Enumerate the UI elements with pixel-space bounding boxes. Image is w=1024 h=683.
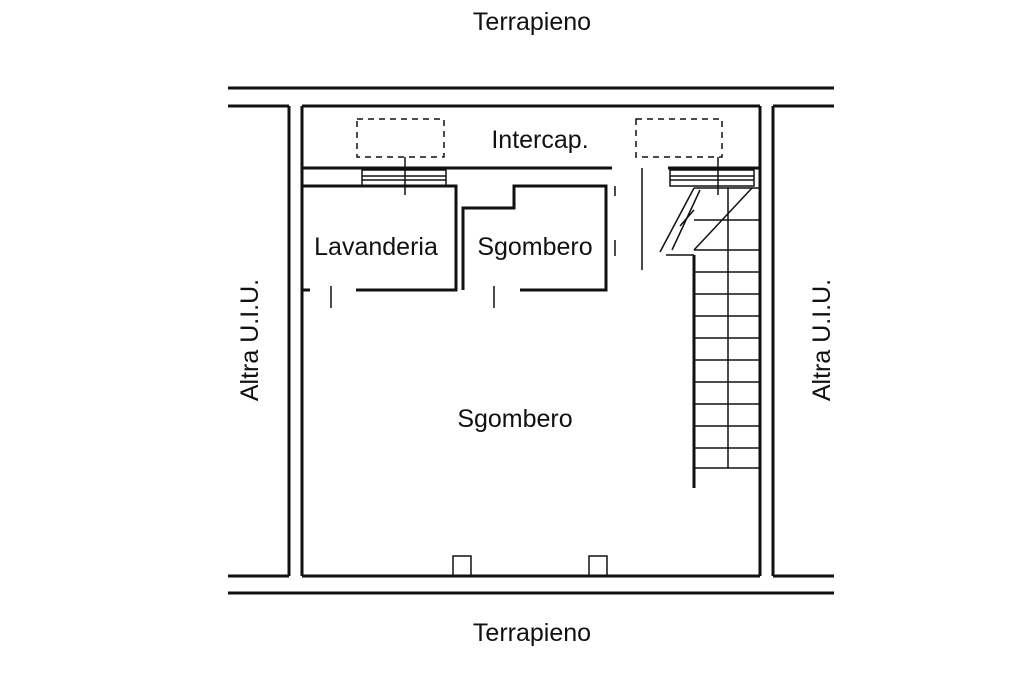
sgombero-small-label: Sgombero bbox=[477, 233, 592, 261]
altra-uiu-left-label: Altra U.I.U. bbox=[236, 279, 264, 401]
intercap-space bbox=[302, 118, 760, 270]
window-intercap-right bbox=[669, 169, 755, 187]
lavanderia-label: Lavanderia bbox=[314, 233, 438, 261]
wall-nub-right bbox=[588, 555, 608, 577]
window-intercap-left bbox=[361, 169, 447, 187]
sgombero-main-label: Sgombero bbox=[457, 405, 572, 433]
altra-uiu-right-label: Altra U.I.U. bbox=[808, 279, 836, 401]
sgombero-small-room-walls bbox=[461, 184, 616, 308]
outer-boundary-lines bbox=[228, 86, 834, 595]
lavanderia-room-walls bbox=[302, 184, 458, 308]
terrapieno-top-label: Terrapieno bbox=[473, 8, 591, 36]
intercap-label: Intercap. bbox=[491, 126, 588, 154]
staircase bbox=[659, 187, 760, 488]
terrapieno-bottom-label: Terrapieno bbox=[473, 619, 591, 647]
main-room-walls bbox=[300, 104, 762, 578]
wall-nub-left bbox=[452, 555, 472, 577]
